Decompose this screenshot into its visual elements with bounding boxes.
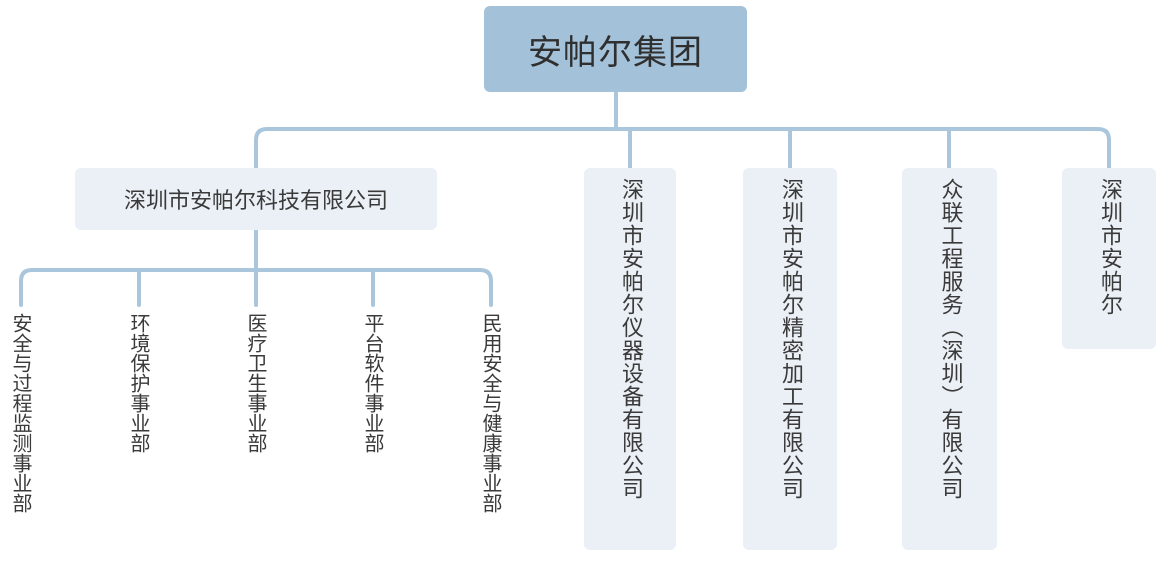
department-label: 安全与过程监测事业部 [9,313,33,513]
department-node: 民用安全与健康事业部 [476,313,506,513]
company-label: 众联工程服务（深圳）有限公司 [937,178,963,500]
tech-company-node: 深圳市安帕尔科技有限公司 [75,168,437,230]
department-label: 环境保护事业部 [127,313,151,453]
connector-main-bus [254,127,1111,170]
company-label: 深圳市安帕尔仪器设备有限公司 [618,178,643,500]
root-label: 安帕尔集团 [528,32,703,73]
company-label: 深圳市安帕尔 [1097,178,1122,316]
tech-company-label: 深圳市安帕尔科技有限公司 [123,189,388,214]
department-node: 环境保护事业部 [124,313,154,453]
department-node: 安全与过程监测事业部 [6,313,36,513]
company-node: 深圳市安帕尔 [1062,168,1156,349]
department-label: 平台软件事业部 [361,313,385,453]
department-label: 民用安全与健康事业部 [479,313,503,513]
company-label: 深圳市安帕尔精密加工有限公司 [778,178,803,500]
department-node: 医疗卫生事业部 [241,313,271,453]
department-label: 医疗卫生事业部 [244,313,268,453]
company-node: 众联工程服务（深圳）有限公司 [902,168,997,550]
company-node: 深圳市安帕尔精密加工有限公司 [743,168,837,550]
root-node: 安帕尔集团 [484,6,747,92]
department-node: 平台软件事业部 [358,313,388,453]
company-node: 深圳市安帕尔仪器设备有限公司 [584,168,676,550]
